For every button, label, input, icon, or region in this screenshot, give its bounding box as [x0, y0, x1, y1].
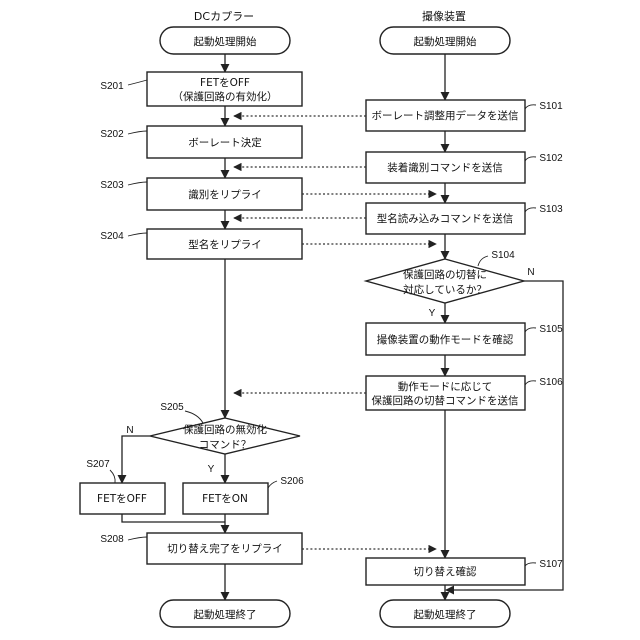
step-s107-box: 切り替え確認 [366, 558, 525, 585]
step-s201-text-2: （保護回路の有効化） [173, 90, 278, 103]
header-imaging-device: 撮像装置 [422, 9, 466, 23]
step-s201-text-1: FETをOFF [200, 77, 250, 89]
step-s103-text: 型名読み込みコマンドを送信 [377, 212, 514, 225]
step-s106-box: 動作モードに応じて 保護回路の切替コマンドを送信 [366, 376, 525, 410]
step-s106-text-1: 動作モードに応じて [398, 380, 493, 393]
step-s202-box: ボーレート決定 [147, 126, 302, 158]
step-s202-text: ボーレート決定 [188, 136, 262, 149]
branch-s205-no: N [126, 425, 133, 436]
decision-s205: 保護回路の無効化 コマンド？ [150, 418, 300, 454]
step-s201-box: FETをOFF （保護回路の有効化） [147, 72, 302, 106]
right-start-text: 起動処理開始 [414, 35, 477, 48]
label-s202: S202 [100, 129, 124, 140]
label-s104: S104 [491, 250, 515, 261]
step-s207-box: FETをOFF [80, 483, 165, 514]
label-s103: S103 [539, 204, 563, 215]
label-s205: S205 [160, 402, 184, 413]
label-s105: S105 [539, 324, 563, 335]
label-s201: S201 [100, 81, 124, 92]
step-s101-box: ボーレート調整用データを送信 [366, 100, 525, 131]
label-s101: S101 [539, 101, 563, 112]
decision-s205-text-1: 保護回路の無効化 [183, 423, 267, 436]
decision-s104: 保護回路の切替に 対応しているか？ [366, 259, 524, 303]
right-end-terminal: 起動処理終了 [380, 600, 510, 627]
branch-s104-no: N [527, 267, 534, 278]
branch-s104-yes: Y [429, 308, 436, 319]
label-s206: S206 [280, 476, 304, 487]
left-end-text: 起動処理終了 [194, 608, 257, 621]
left-end-terminal: 起動処理終了 [160, 600, 290, 627]
left-start-text: 起動処理開始 [194, 35, 257, 48]
step-s101-text: ボーレート調整用データを送信 [372, 109, 519, 122]
step-s207-text: FETをOFF [97, 493, 147, 505]
step-s102-text: 装着識別コマンドを送信 [387, 161, 503, 174]
right-start-terminal: 起動処理開始 [380, 27, 510, 54]
branch-s205-yes: Y [208, 464, 215, 475]
label-s204: S204 [100, 231, 124, 242]
header-dc-coupler: DCカプラー [194, 10, 254, 23]
label-s203: S203 [100, 180, 124, 191]
step-s204-text: 型名をリプライ [188, 238, 262, 251]
label-s106: S106 [539, 377, 563, 388]
step-s203-text: 識別をリプライ [188, 188, 262, 201]
step-s106-text-2: 保護回路の切替コマンドを送信 [372, 394, 519, 407]
decision-s104-text-1: 保護回路の切替に [403, 268, 487, 281]
step-s208-text: 切り替え完了をリプライ [167, 542, 283, 555]
left-start-terminal: 起動処理開始 [160, 27, 290, 54]
label-s208: S208 [100, 534, 124, 545]
step-s206-text: FETをON [202, 493, 248, 505]
step-s107-text: 切り替え確認 [414, 565, 477, 578]
step-s102-box: 装着識別コマンドを送信 [366, 152, 525, 183]
step-s208-box: 切り替え完了をリプライ [147, 533, 302, 564]
right-end-text: 起動処理終了 [414, 608, 477, 621]
label-s102: S102 [539, 153, 563, 164]
decision-s104-text-2: 対応しているか？ [403, 283, 487, 296]
step-s203-box: 識別をリプライ [147, 178, 302, 210]
step-s204-box: 型名をリプライ [147, 229, 302, 259]
label-s107: S107 [539, 559, 563, 570]
step-s206-box: FETをON [183, 483, 268, 514]
label-s207: S207 [86, 459, 110, 470]
decision-s205-text-2: コマンド？ [199, 439, 252, 451]
step-s105-text: 撮像装置の動作モードを確認 [377, 333, 514, 346]
step-s103-box: 型名読み込みコマンドを送信 [366, 203, 525, 234]
step-s105-box: 撮像装置の動作モードを確認 [366, 323, 525, 355]
